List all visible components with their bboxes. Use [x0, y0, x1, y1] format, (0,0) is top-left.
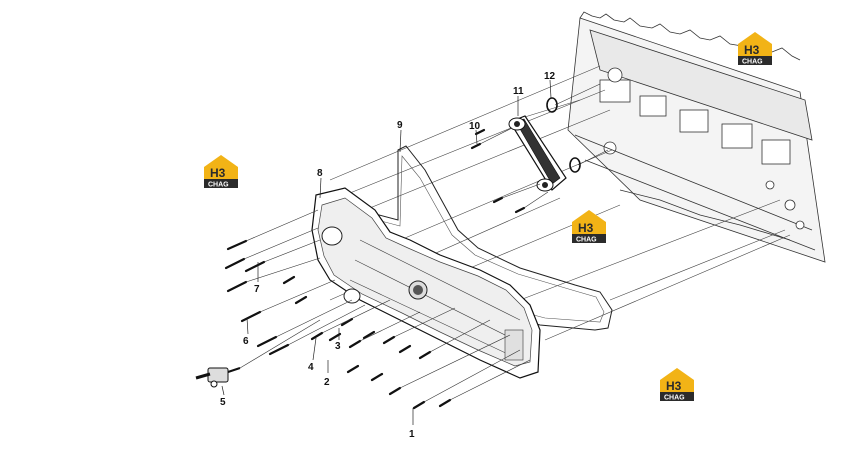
callout-11: 11 — [513, 86, 524, 97]
o-ring-upper — [546, 97, 558, 113]
svg-text:H3: H3 — [744, 43, 760, 57]
callout-12: 12 — [544, 71, 556, 82]
cover-plate — [311, 187, 541, 379]
engine-block — [567, 11, 826, 263]
callout-8: 8 — [317, 168, 323, 179]
callout-2: 2 — [324, 377, 330, 388]
svg-text:CHAG: CHAG — [208, 182, 229, 189]
callout-5: 5 — [220, 397, 226, 408]
svg-text:H3: H3 — [578, 221, 594, 235]
callout-6: 6 — [243, 336, 249, 347]
callout-1: 1 — [409, 429, 415, 440]
svg-text:H3: H3 — [210, 166, 226, 180]
callout-7: 7 — [254, 284, 260, 295]
callout-4: 4 — [308, 362, 314, 373]
oil-cooler — [508, 115, 567, 192]
callout-leaders — [221, 79, 552, 425]
callout-9: 9 — [397, 120, 403, 131]
svg-text:CHAG: CHAG — [742, 59, 763, 66]
watermark-logo: H3 CHAG — [204, 155, 238, 189]
svg-text:H3: H3 — [666, 379, 682, 393]
svg-text:CHAG: CHAG — [576, 237, 597, 244]
callout-labels: 1 2 3 4 5 6 7 8 9 10 11 12 — [220, 71, 556, 440]
watermark-logo: H3 CHAG — [572, 210, 606, 244]
callout-10: 10 — [469, 121, 481, 132]
svg-text:CHAG: CHAG — [664, 395, 685, 402]
o-ring-lower — [569, 157, 581, 173]
watermark-logo: H3 CHAG — [738, 32, 772, 66]
sensor-part — [195, 319, 321, 388]
callout-3: 3 — [335, 341, 341, 352]
bolts — [224, 128, 526, 410]
watermark-logo: H3 CHAG — [660, 368, 694, 402]
